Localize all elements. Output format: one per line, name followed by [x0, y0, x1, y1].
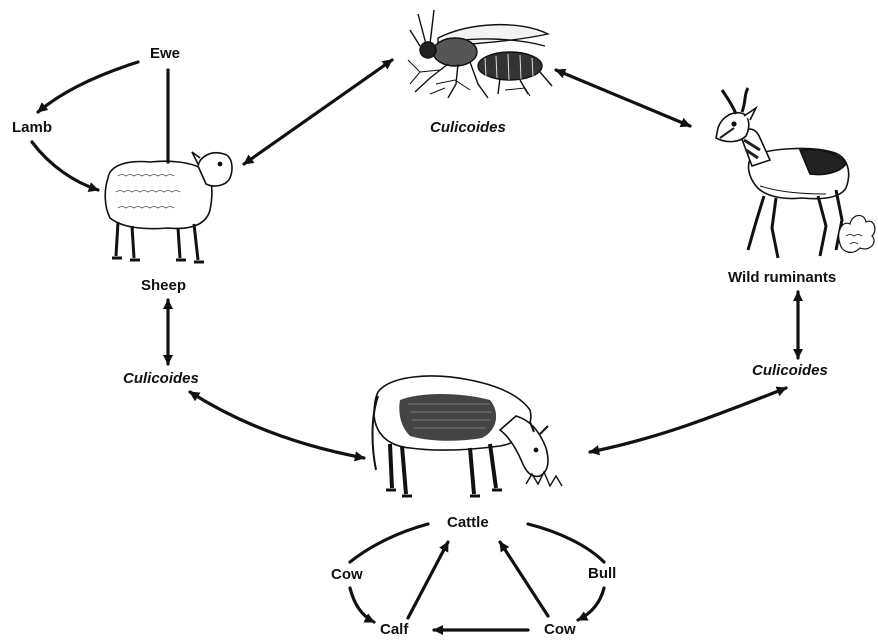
label-calf: Calf — [380, 621, 408, 639]
label-wild-ruminants: Wild ruminants — [728, 269, 836, 287]
arrow-bull-to-cow-bottom — [578, 588, 604, 620]
sheep-illustration — [105, 152, 232, 262]
arrow-lamb-to-sheep — [32, 142, 98, 190]
arrow-cattle-to-cow-left — [350, 524, 428, 562]
arrow-cow-bottom-to-cattle — [500, 542, 548, 616]
arrow-ewe-to-lamb — [38, 62, 138, 112]
wild-ruminant-illustration — [716, 88, 875, 258]
label-lamb: Lamb — [12, 119, 52, 137]
label-ewe: Ewe — [150, 45, 180, 63]
label-bull: Bull — [588, 565, 616, 583]
cattle-illustration — [373, 376, 563, 496]
arrow-sheep-culicoides-top — [244, 60, 392, 164]
arrow-culicoides-left-cattle — [190, 392, 364, 458]
label-culicoides-left: Culicoides — [123, 370, 199, 388]
label-culicoides-right: Culicoides — [752, 362, 828, 380]
label-sheep: Sheep — [141, 277, 186, 295]
arrow-culicoides-top-wild — [556, 70, 690, 126]
arrow-calf-to-cattle — [408, 542, 448, 618]
label-cattle: Cattle — [447, 514, 489, 532]
label-cow-bottom: Cow — [544, 621, 576, 639]
arrow-culicoides-right-cattle — [590, 388, 786, 452]
culicoides-midge-illustration — [408, 10, 552, 98]
label-cow-left: Cow — [331, 566, 363, 584]
arrow-cow-left-to-calf — [350, 588, 374, 622]
line-cattle-to-bull — [528, 524, 604, 562]
arrows — [32, 60, 798, 630]
label-culicoides-top: Culicoides — [430, 119, 506, 137]
